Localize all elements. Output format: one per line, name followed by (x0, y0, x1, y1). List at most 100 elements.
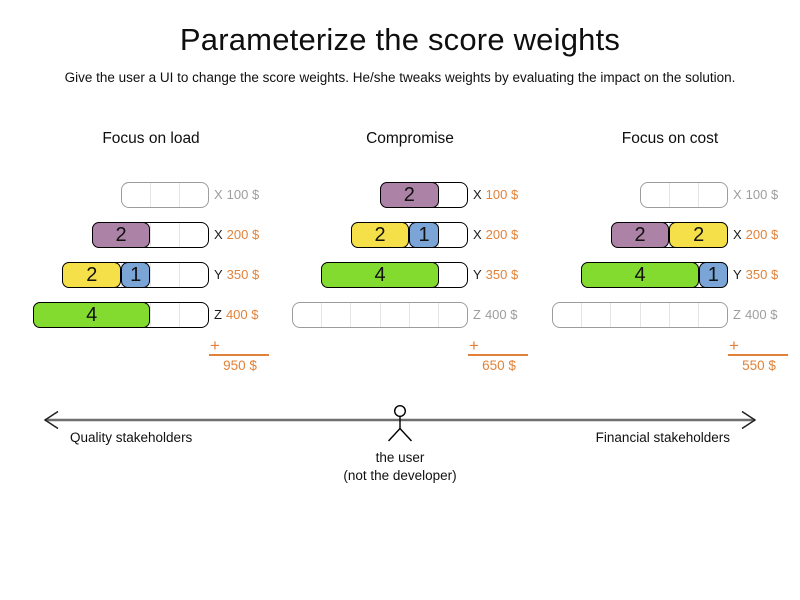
column-title: Focus on load (102, 130, 200, 147)
row-label-price: 350 $ (485, 267, 519, 282)
sum-line (468, 354, 528, 356)
weight-row (292, 302, 468, 328)
capacity-cell (149, 303, 179, 327)
stick-figure-user-icon (387, 404, 413, 442)
weight-block-green: 4 (321, 262, 439, 288)
row-label-letter: X (214, 227, 223, 242)
axis-label-financial: Financial stakeholders (595, 430, 730, 445)
row-label-price: 100 $ (485, 187, 519, 202)
row-label-letter: X (733, 187, 742, 202)
row-label-price: 400 $ (744, 307, 778, 322)
page-title: Parameterize the score weights (179, 22, 621, 57)
capacity-cell (581, 303, 610, 327)
row-label-letter: Y (473, 267, 482, 282)
capacity-cell (668, 303, 698, 327)
capacity-cell (610, 303, 639, 327)
left-arrowhead-icon (43, 410, 59, 430)
row-capacity-container (640, 182, 728, 208)
weight-row: 2 (91, 222, 209, 248)
stakeholder-axis (43, 404, 757, 442)
weight-block-yellow: 2 (62, 262, 122, 288)
capacity-cell (641, 183, 669, 207)
user-caption-line2: (not the developer) (343, 468, 457, 483)
sum-plus-sign: + (210, 336, 220, 355)
capacity-cell (553, 303, 581, 327)
capacity-cell (149, 263, 179, 287)
row-label-price: 400 $ (484, 307, 518, 322)
page-subtitle: Give the user a UI to change the score w… (64, 70, 736, 85)
capacity-cell (698, 183, 727, 207)
capacity-cell (438, 183, 467, 207)
right-arrowhead-icon (741, 410, 757, 430)
capacity-cell (179, 183, 208, 207)
capacity-cell (293, 303, 321, 327)
sum-plus-sign: + (729, 336, 739, 355)
capacity-cell (379, 303, 409, 327)
capacity-cell (350, 303, 379, 327)
row-label-price: 100 $ (745, 187, 779, 202)
capacity-cell (437, 303, 467, 327)
sum-plus-sign: + (469, 336, 479, 355)
weight-block-green: 4 (581, 262, 699, 288)
row-label-letter: X (473, 187, 482, 202)
user-caption-line1: the user (375, 450, 425, 465)
weight-row (640, 182, 728, 208)
capacity-cell (122, 183, 150, 207)
row-label-letter: Z (214, 307, 222, 322)
weight-block-blue: 1 (121, 262, 151, 288)
capacity-cell (150, 183, 179, 207)
capacity-cell (408, 223, 438, 247)
capacity-cell (437, 263, 467, 287)
capacity-cell (697, 303, 727, 327)
sum-line (728, 354, 788, 356)
weight-block-purple: 2 (91, 222, 151, 248)
capacity-cell (178, 303, 208, 327)
sum-total: 950 $ (223, 358, 257, 373)
capacity-cell (408, 303, 438, 327)
capacity-cell (321, 303, 350, 327)
weight-block-blue: 1 (698, 262, 728, 288)
row-label-price: 200 $ (226, 227, 260, 242)
weight-block-blue: 1 (409, 222, 439, 248)
row-capacity-container (552, 302, 728, 328)
row-capacity-container (292, 302, 468, 328)
weight-block-purple: 2 (380, 182, 439, 208)
capacity-cell (149, 223, 179, 247)
row-label-letter: Y (214, 267, 223, 282)
sum-total: 650 $ (482, 358, 516, 373)
row-label-price: 100 $ (226, 187, 260, 202)
row-label-price: 200 $ (485, 227, 519, 242)
weight-row (121, 182, 209, 208)
row-label-price: 200 $ (745, 227, 779, 242)
axis-label-quality: Quality stakeholders (70, 430, 193, 445)
weight-block-green: 4 (33, 302, 151, 328)
capacity-cell (639, 303, 669, 327)
column-title: Compromise (366, 130, 454, 147)
sum-total: 550 $ (742, 358, 776, 373)
row-label-letter: Y (733, 267, 742, 282)
row-label-letter: X (733, 227, 742, 242)
sum-line (209, 354, 269, 356)
row-label-price: 350 $ (745, 267, 779, 282)
row-label-price: 400 $ (225, 307, 259, 322)
row-label-letter: X (473, 227, 482, 242)
row-label-price: 350 $ (226, 267, 260, 282)
row-capacity-container (121, 182, 209, 208)
weight-block-yellow: 2 (669, 222, 729, 248)
